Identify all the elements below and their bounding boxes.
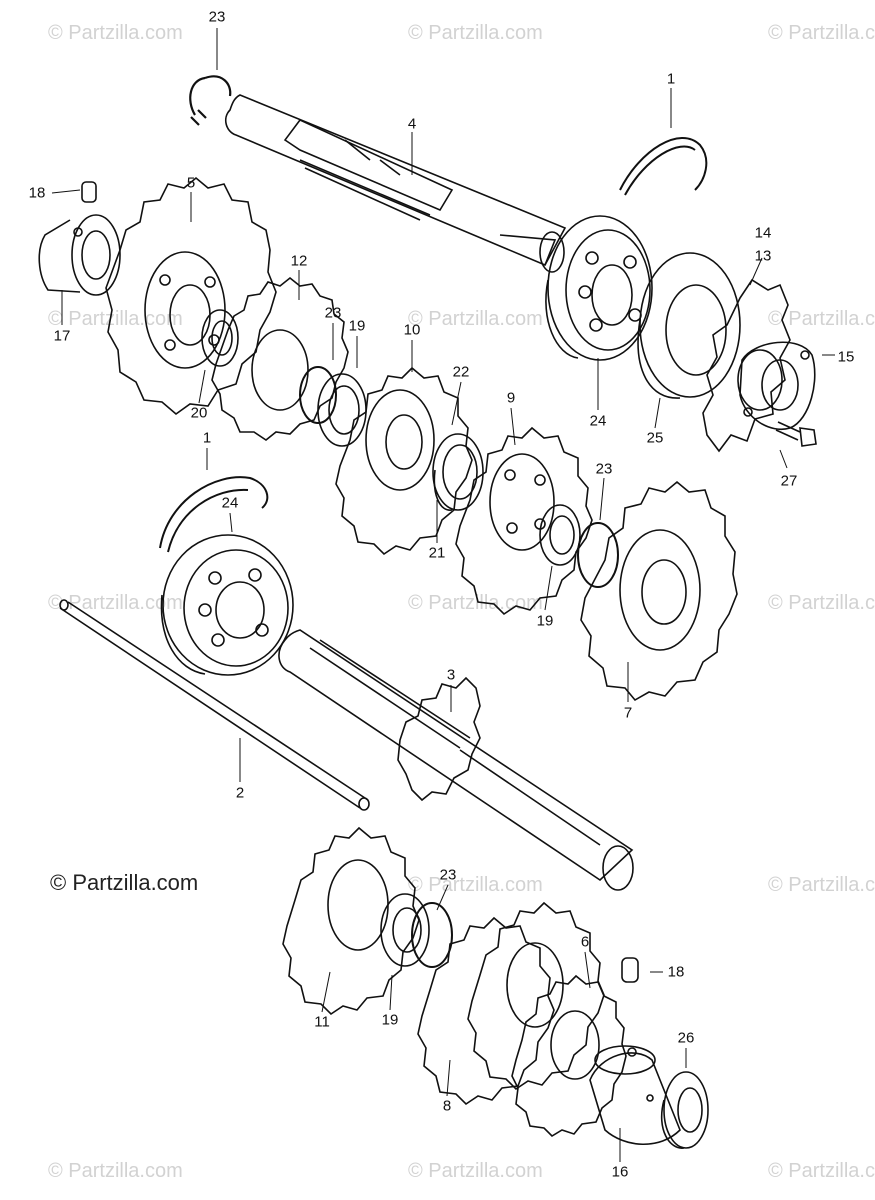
callout-17: 17 [53, 327, 71, 345]
washer-20 [201, 309, 239, 367]
collar-17 [38, 214, 121, 296]
copyright-notice: © Partzilla.com [50, 870, 199, 895]
watermark: © Partzilla.com [48, 1160, 183, 1182]
washer-19-upper [317, 373, 367, 447]
bearing-24-top [545, 215, 653, 361]
callout-10: 10 [403, 321, 421, 339]
gear-6 [511, 974, 627, 1138]
bushing-22-21 [432, 433, 484, 511]
callout-15: 15 [837, 348, 855, 366]
callout-20: 20 [190, 404, 208, 422]
callout-7: 7 [623, 704, 633, 722]
bearing-24-lower [160, 534, 294, 676]
callout-2: 2 [235, 784, 245, 802]
callout-25: 25 [646, 429, 664, 447]
gear-8 [417, 901, 605, 1106]
gear-10 [335, 366, 473, 556]
bolt-27 [775, 421, 817, 447]
callout-12: 12 [290, 252, 308, 270]
watermark: © Partzilla.com [408, 874, 543, 896]
callout-23-right: 23 [595, 460, 613, 478]
callout-24-top: 24 [589, 412, 607, 430]
watermark: © Partzilla.com [768, 592, 875, 614]
ring-1-top [619, 137, 708, 196]
callout-19-mid: 19 [536, 612, 554, 630]
callout-19-lower: 19 [381, 1011, 399, 1029]
callout-1-lower: 1 [202, 429, 212, 447]
callout-23-top: 23 [208, 8, 226, 26]
callout-5: 5 [186, 174, 196, 192]
collar-16 [589, 1045, 681, 1146]
watermark: © Partzilla.com [408, 308, 543, 330]
callout-22: 22 [452, 363, 470, 381]
callout-18-top: 18 [28, 184, 46, 202]
washer-19-lower [380, 893, 430, 967]
seal-25 [637, 252, 741, 399]
countershaft-3 [278, 629, 634, 891]
callout-8: 8 [442, 1097, 452, 1115]
rod-2 [59, 599, 370, 811]
pin-18-lower [621, 957, 639, 983]
circlip-23-right [577, 522, 619, 588]
watermark: © Partzilla.com [408, 592, 543, 614]
watermark: © Partzilla.com [48, 308, 183, 330]
washer-19-mid [539, 504, 581, 566]
plate-15 [739, 341, 816, 431]
callout-13: 13 [754, 247, 772, 265]
circlip-23-top [189, 75, 232, 126]
pin-18-top [81, 181, 97, 203]
watermark: © Partzilla.com [408, 1160, 543, 1182]
callout-24-lower: 24 [221, 494, 239, 512]
circlip-23-mid [299, 366, 337, 424]
gear-11 [282, 826, 420, 1016]
watermark: © Partzilla.com [768, 874, 875, 896]
gear-5 [105, 176, 277, 416]
bearing-26 [660, 1071, 709, 1149]
callout-23-mid: 23 [324, 304, 342, 322]
watermark: © Partzilla.com [48, 22, 183, 44]
callout-16: 16 [611, 1163, 629, 1181]
callout-18-lower: 18 [667, 963, 685, 981]
watermark: © Partzilla.com [48, 592, 183, 614]
watermark: © Partzilla.com [408, 22, 543, 44]
callout-27: 27 [780, 472, 798, 490]
gear-7 [580, 480, 738, 702]
mainshaft-4 [224, 94, 567, 273]
circlip-23-lower [411, 902, 453, 968]
callout-1-top: 1 [666, 70, 676, 88]
watermark: © Partzilla.com [768, 22, 875, 44]
ring-1-lower [159, 476, 269, 553]
watermark: © Partzilla.com [768, 308, 875, 330]
callout-6: 6 [580, 933, 590, 951]
callout-3: 3 [446, 666, 456, 684]
gear-12 [211, 276, 349, 441]
callout-14: 14 [754, 224, 772, 242]
callout-11: 11 [314, 1013, 330, 1031]
callout-23-lower: 23 [439, 866, 457, 884]
callout-21: 21 [428, 544, 446, 562]
gear-9 [455, 426, 593, 616]
callout-19-upper: 19 [348, 317, 366, 335]
callout-9: 9 [506, 389, 516, 407]
watermark: © Partzilla.com [768, 1160, 875, 1182]
sprocket-14 [702, 278, 791, 453]
callout-26: 26 [677, 1029, 695, 1047]
leader-lines [51, 28, 835, 1162]
callout-4: 4 [407, 115, 417, 133]
